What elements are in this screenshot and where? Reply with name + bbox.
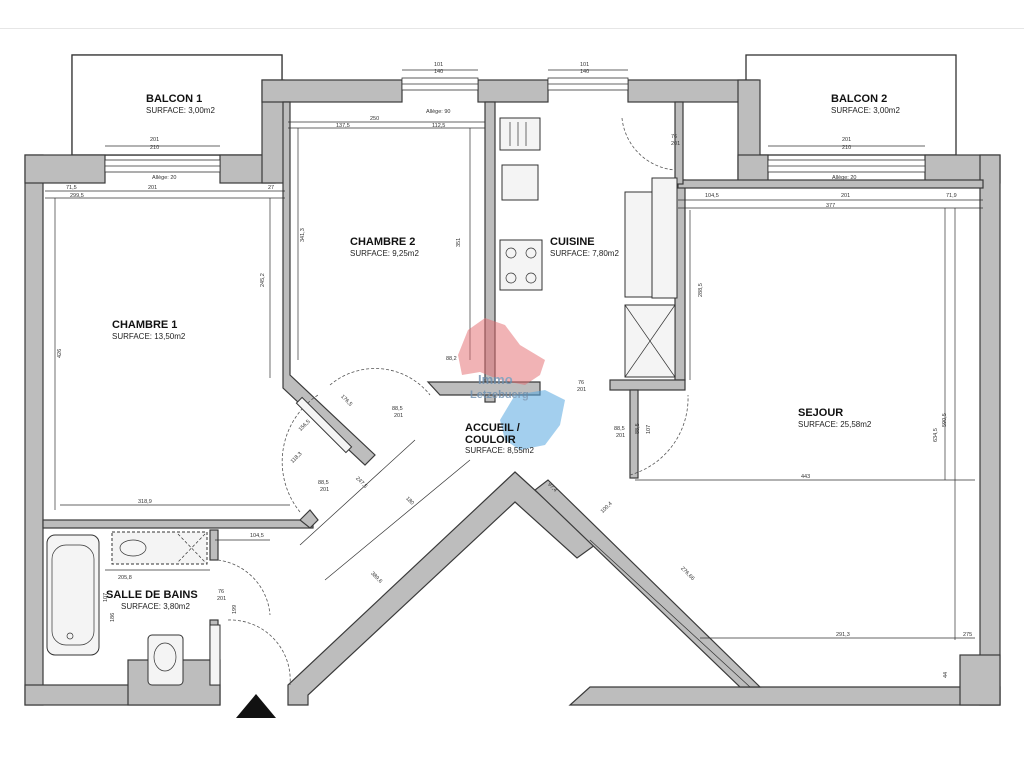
dim-label: 318,9 — [138, 499, 152, 505]
dim-label: 275 — [963, 632, 972, 638]
dim-label: 101 — [580, 62, 589, 68]
dim-label: 156,5 — [298, 419, 312, 433]
living-room-name: SEJOUR — [798, 407, 843, 419]
bedroom-2-area: SURFACE: 9,25m2 — [350, 249, 419, 258]
watermark-line2: Letzebuerg — [470, 389, 529, 401]
dim-label: 351 — [456, 238, 462, 247]
dim-label: 118,3 — [290, 451, 304, 465]
dim-label: 76 — [671, 134, 677, 140]
balcony-2-area: SURFACE: 3,00m2 — [831, 106, 900, 115]
balcony-1-area: SURFACE: 3,00m2 — [146, 106, 215, 115]
door-swings — [209, 117, 689, 686]
dim-label: 210 — [842, 145, 851, 151]
bedroom-1-area: SURFACE: 13,50m2 — [112, 332, 186, 341]
dim-label: 426 — [57, 349, 63, 358]
dim-label: 201 — [148, 185, 157, 191]
dim-label: 210 — [150, 145, 159, 151]
dim-label: 201 — [616, 433, 625, 439]
dim-label: 201 — [394, 413, 403, 419]
dim-label: 186 — [110, 613, 116, 622]
dim-label: 104,5 — [250, 533, 264, 539]
dim-label: 140 — [580, 69, 589, 75]
dim-label: Allège: 20 — [832, 175, 856, 181]
hallway-area: SURFACE: 8,55m2 — [465, 446, 534, 455]
balcony-1 — [71, 54, 283, 156]
dim-label: 389,6 — [369, 571, 383, 585]
balcony-2-name: BALCON 2 — [831, 93, 887, 105]
dim-label: 100,4 — [600, 501, 614, 515]
dim-label: 76 — [218, 589, 224, 595]
hallway-name-line1: ACCUEIL / — [465, 422, 520, 434]
dimension-lines — [45, 69, 983, 688]
dim-label: 107 — [103, 593, 109, 602]
entrance-arrow-icon — [236, 694, 276, 718]
dim-label: 250 — [370, 116, 379, 122]
dim-label: 201 — [842, 137, 851, 143]
bathroom-name: SALLE DE BAINS — [106, 589, 198, 601]
bathroom-fixtures — [46, 531, 208, 686]
dim-label: 107 — [646, 425, 652, 434]
dim-label: 590,5 — [942, 413, 948, 427]
top-divider — [0, 28, 1024, 29]
dim-label: 104,5 — [705, 193, 719, 199]
balcony-2 — [745, 54, 957, 156]
dim-label: 288,5 — [698, 283, 704, 297]
dim-label: 97,4 — [546, 482, 558, 494]
dim-label: 205,8 — [118, 575, 132, 581]
dim-label: 291,3 — [836, 632, 850, 638]
dim-label: 247,5 — [354, 476, 368, 490]
hallway-name-line2: COULOIR — [465, 434, 516, 446]
kitchen-name: CUISINE — [550, 236, 595, 248]
dim-label: 88,2 — [446, 356, 457, 362]
dim-label: 276,66 — [679, 566, 695, 582]
living-room-area: SURFACE: 25,58m2 — [798, 420, 872, 429]
watermark-line1: Immo — [478, 372, 513, 387]
dim-label: 180 — [404, 496, 415, 507]
dim-label: 201 — [577, 387, 586, 393]
dim-label: 71,9 — [946, 193, 957, 199]
bedroom-1-name: CHAMBRE 1 — [112, 319, 177, 331]
watermark-logo: Immo Letzebuerg — [458, 318, 565, 450]
dim-label: 101 — [434, 62, 443, 68]
dim-label: 634,5 — [933, 428, 939, 442]
kitchen-area: SURFACE: 7,80m2 — [550, 249, 619, 258]
dim-label: 201 — [217, 596, 226, 602]
dim-label: 201 — [841, 193, 850, 199]
balcony-1-name: BALCON 1 — [146, 93, 202, 105]
dim-label: Allège: 20 — [152, 175, 176, 181]
dim-label: Allège: 90 — [426, 109, 450, 115]
dim-label: 137,5 — [336, 123, 350, 129]
dim-label: 245,2 — [260, 273, 266, 287]
dim-label: 443 — [801, 474, 810, 480]
dim-label: 176,5 — [339, 394, 353, 408]
dim-label: 140 — [434, 69, 443, 75]
bathroom-area: SURFACE: 3,80m2 — [121, 602, 190, 611]
dim-label: 199 — [232, 605, 238, 614]
dim-label: 27 — [268, 185, 274, 191]
dim-label: 377 — [826, 203, 835, 209]
windows — [104, 77, 926, 173]
dim-label: 88,5 — [635, 423, 641, 434]
dim-label: 341,3 — [300, 228, 306, 242]
dimension-labels: 101 140 101 140 Allège: 90 201 210 Allèg… — [57, 62, 972, 678]
dim-label: 299,5 — [70, 193, 84, 199]
dim-label: 201 — [150, 137, 159, 143]
dim-label: 88,5 — [318, 480, 329, 486]
outer-walls — [24, 79, 1001, 706]
dim-label: 112,5 — [432, 123, 445, 129]
bedroom-2-name: CHAMBRE 2 — [350, 236, 415, 248]
dim-label: 201 — [320, 487, 329, 493]
dim-label: 71,5 — [66, 185, 77, 191]
dim-label: 76 — [578, 380, 584, 386]
kitchen-fixtures — [499, 117, 678, 378]
dim-label: 88,5 — [614, 426, 625, 432]
dim-label: 44 — [943, 672, 949, 678]
dim-label: 88,5 — [392, 406, 403, 412]
dim-label: 201 — [671, 141, 680, 147]
inner-walls — [42, 101, 984, 686]
